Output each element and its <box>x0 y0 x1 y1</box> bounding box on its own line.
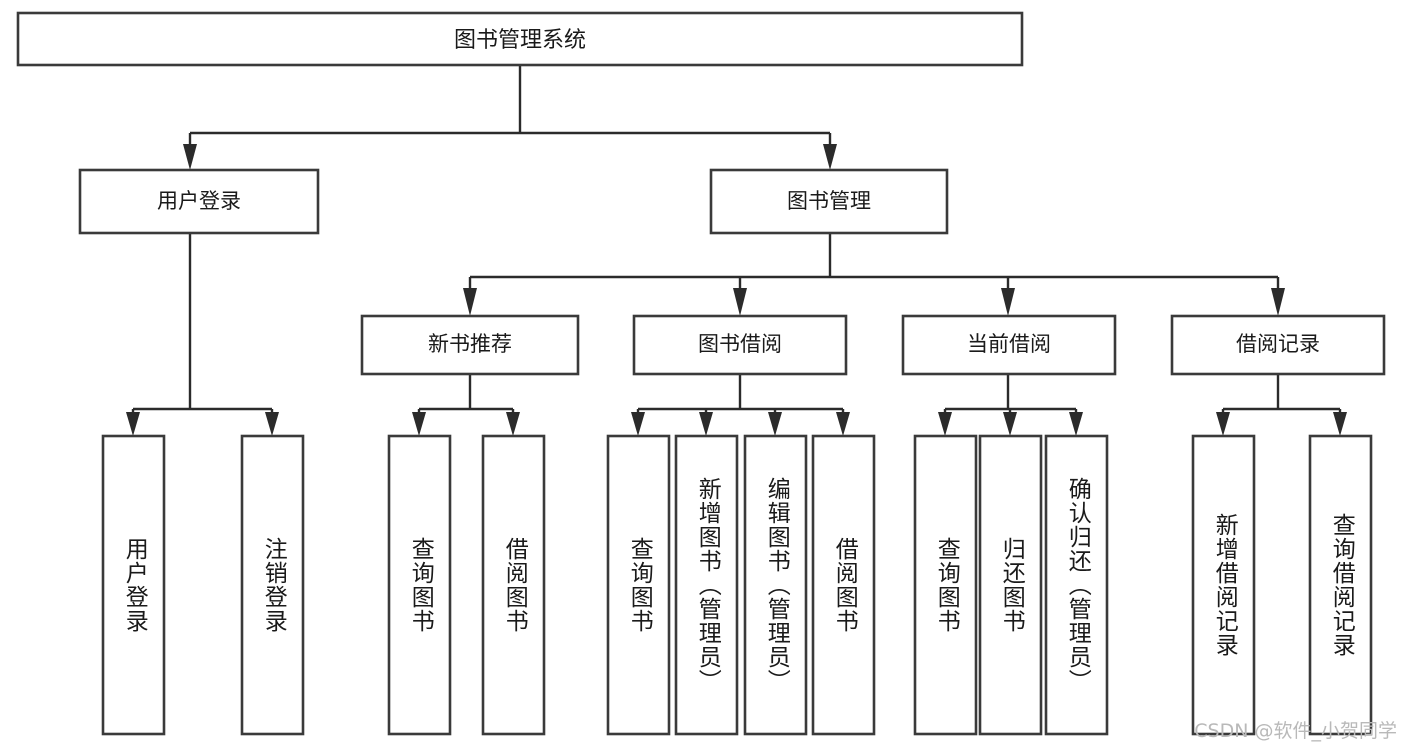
leaf-box-book-borrow-1[interactable] <box>606 434 671 736</box>
node-root-label: 图书管理系统 <box>454 28 586 53</box>
arrow-new-book-leaf-2 <box>506 412 520 436</box>
leaf-boxes-book-borrow <box>606 434 876 736</box>
connectors-root-to-level2 <box>183 65 837 170</box>
node-borrow-record-box[interactable] <box>1170 314 1386 376</box>
node-root-book-management-system[interactable]: 图书管理系统 <box>16 11 1024 67</box>
arrow-new-book-leaf-1 <box>412 412 426 436</box>
arrow-user-login-leaf-2 <box>265 412 279 436</box>
arrow-book-borrow-leaf-2 <box>699 412 713 436</box>
leaf-box-new-book-2[interactable] <box>481 434 546 736</box>
node-borrow-record-label: 借阅记录 <box>1236 332 1320 356</box>
leaf-boxes-user-login <box>101 434 305 736</box>
arrow-user-login-leaf-1 <box>126 412 140 436</box>
node-book-borrow[interactable]: 图书借阅 <box>632 314 848 376</box>
leaf-boxes-current-borrow <box>913 434 1109 736</box>
connectors-book-borrow-to-leaves <box>631 374 850 436</box>
arrow-to-book-borrow <box>733 288 747 316</box>
node-book-borrow-box[interactable] <box>632 314 848 376</box>
arrow-current-borrow-leaf-1 <box>938 412 952 436</box>
leaf-box-book-borrow-2[interactable] <box>674 434 739 736</box>
leaf-box-book-borrow-4[interactable] <box>811 434 876 736</box>
arrow-borrow-record-leaf-2 <box>1333 412 1347 436</box>
node-borrow-record[interactable]: 借阅记录 <box>1170 314 1386 376</box>
arrow-current-borrow-leaf-2 <box>1003 412 1017 436</box>
node-new-book-recommend-label: 新书推荐 <box>428 332 512 356</box>
connectors-book-manage-to-level3 <box>463 233 1285 316</box>
node-book-management-box[interactable] <box>709 168 949 235</box>
connectors-borrow-record-to-leaves <box>1216 374 1347 436</box>
arrow-to-book-manage <box>823 144 837 170</box>
node-current-borrow[interactable]: 当前借阅 <box>901 314 1117 376</box>
arrow-book-borrow-leaf-1 <box>631 412 645 436</box>
connectors-user-login-to-leaves <box>126 233 279 436</box>
node-book-management-label: 图书管理 <box>787 189 871 213</box>
arrow-borrow-record-leaf-1 <box>1216 412 1230 436</box>
connectors-current-borrow-to-leaves <box>938 374 1083 436</box>
leaf-box-current-borrow-2[interactable] <box>978 434 1043 736</box>
node-current-borrow-label: 当前借阅 <box>967 332 1051 356</box>
node-user-login[interactable]: 用户登录 <box>78 168 320 235</box>
leaf-box-current-borrow-3[interactable] <box>1044 434 1109 736</box>
node-new-book-recommend-box[interactable] <box>360 314 580 376</box>
connectors-new-book-to-leaves <box>412 374 520 436</box>
arrow-book-borrow-leaf-3 <box>768 412 782 436</box>
arrow-to-current-borrow <box>1001 288 1015 316</box>
node-root-box[interactable] <box>16 11 1024 67</box>
leaf-box-borrow-record-1[interactable] <box>1191 434 1256 736</box>
leaf-box-new-book-1[interactable] <box>387 434 452 736</box>
node-user-login-label: 用户登录 <box>157 189 241 213</box>
node-user-login-box[interactable] <box>78 168 320 235</box>
arrow-current-borrow-leaf-3 <box>1069 412 1083 436</box>
node-current-borrow-box[interactable] <box>901 314 1117 376</box>
leaf-box-current-borrow-1[interactable] <box>913 434 978 736</box>
leaf-boxes-new-book-recommend <box>387 434 546 736</box>
arrow-to-user-login <box>183 144 197 170</box>
leaf-boxes-borrow-record <box>1191 434 1373 736</box>
watermark: CSDN @软件_小贺同学 <box>1194 720 1397 742</box>
arrow-to-borrow-record <box>1271 288 1285 316</box>
arrow-to-new-book <box>463 288 477 316</box>
leaf-box-user-login-2[interactable] <box>240 434 305 736</box>
node-book-borrow-label: 图书借阅 <box>698 332 782 356</box>
arrow-book-borrow-leaf-4 <box>836 412 850 436</box>
node-book-management[interactable]: 图书管理 <box>709 168 949 235</box>
leaf-box-borrow-record-2[interactable] <box>1308 434 1373 736</box>
leaf-box-user-login-1[interactable] <box>101 434 166 736</box>
leaf-box-book-borrow-3[interactable] <box>743 434 808 736</box>
node-new-book-recommend[interactable]: 新书推荐 <box>360 314 580 376</box>
